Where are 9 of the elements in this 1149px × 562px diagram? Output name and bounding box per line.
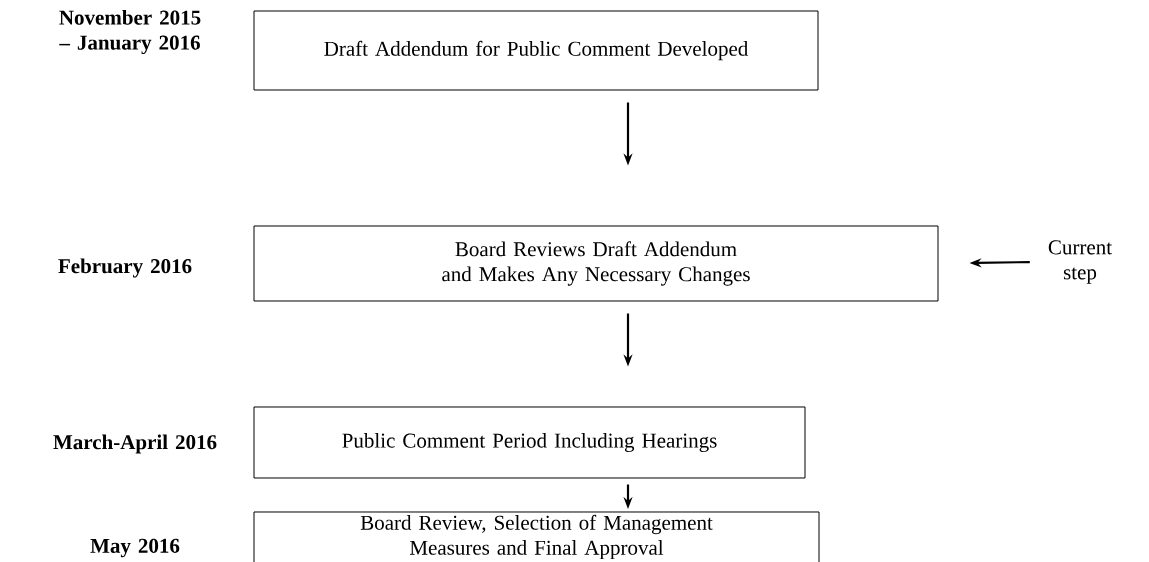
date-label: May 2016 — [90, 538, 180, 558]
process-box: Public Comment Period Including Hearings — [253, 406, 806, 479]
process-box: Board Reviews Draft Addendum and Makes Any Necessary Changes — [253, 225, 939, 302]
process-box: Draft Addendum for Public Comment Developed — [253, 10, 819, 91]
process-box: Board Review, Selection of Management Measures and Final Approval — [253, 511, 820, 562]
date-label: November 2015 – January 2016 — [59, 9, 201, 55]
date-label: March-April 2016 — [53, 434, 217, 454]
note-text: Current step — [1048, 240, 1112, 284]
date-label: February 2016 — [58, 258, 192, 278]
